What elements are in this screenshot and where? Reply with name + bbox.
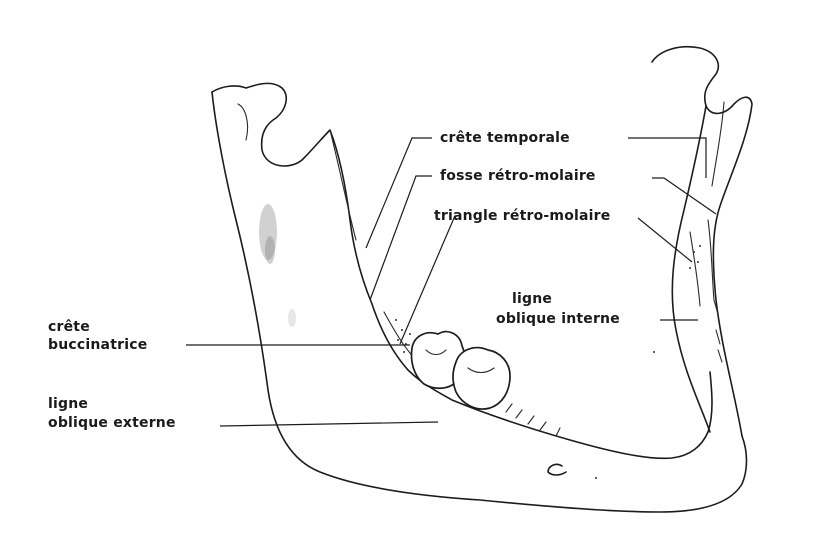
label-crete-buccinatrice-1: crête (48, 318, 90, 337)
label-ligne-oblique-interne-1: ligne (512, 290, 552, 309)
label-ligne-oblique-interne-2: oblique interne (496, 310, 620, 329)
molar-tooth-2 (453, 348, 510, 409)
label-triangle-retro-molaire: triangle rétro-molaire (434, 207, 610, 226)
label-crete-buccinatrice-2: buccinatrice (48, 336, 147, 355)
label-fosse-retro-molaire: fosse rétro-molaire (440, 167, 596, 186)
crete-temporale-ridge (330, 130, 356, 240)
mental-foramen (548, 464, 566, 475)
mandible-lower-border (212, 92, 747, 512)
label-ligne-oblique-externe-1: ligne (48, 395, 88, 414)
label-ligne-oblique-externe-2: oblique externe (48, 414, 176, 433)
shading (259, 204, 296, 327)
label-crete-temporale: crête temporale (440, 129, 570, 148)
